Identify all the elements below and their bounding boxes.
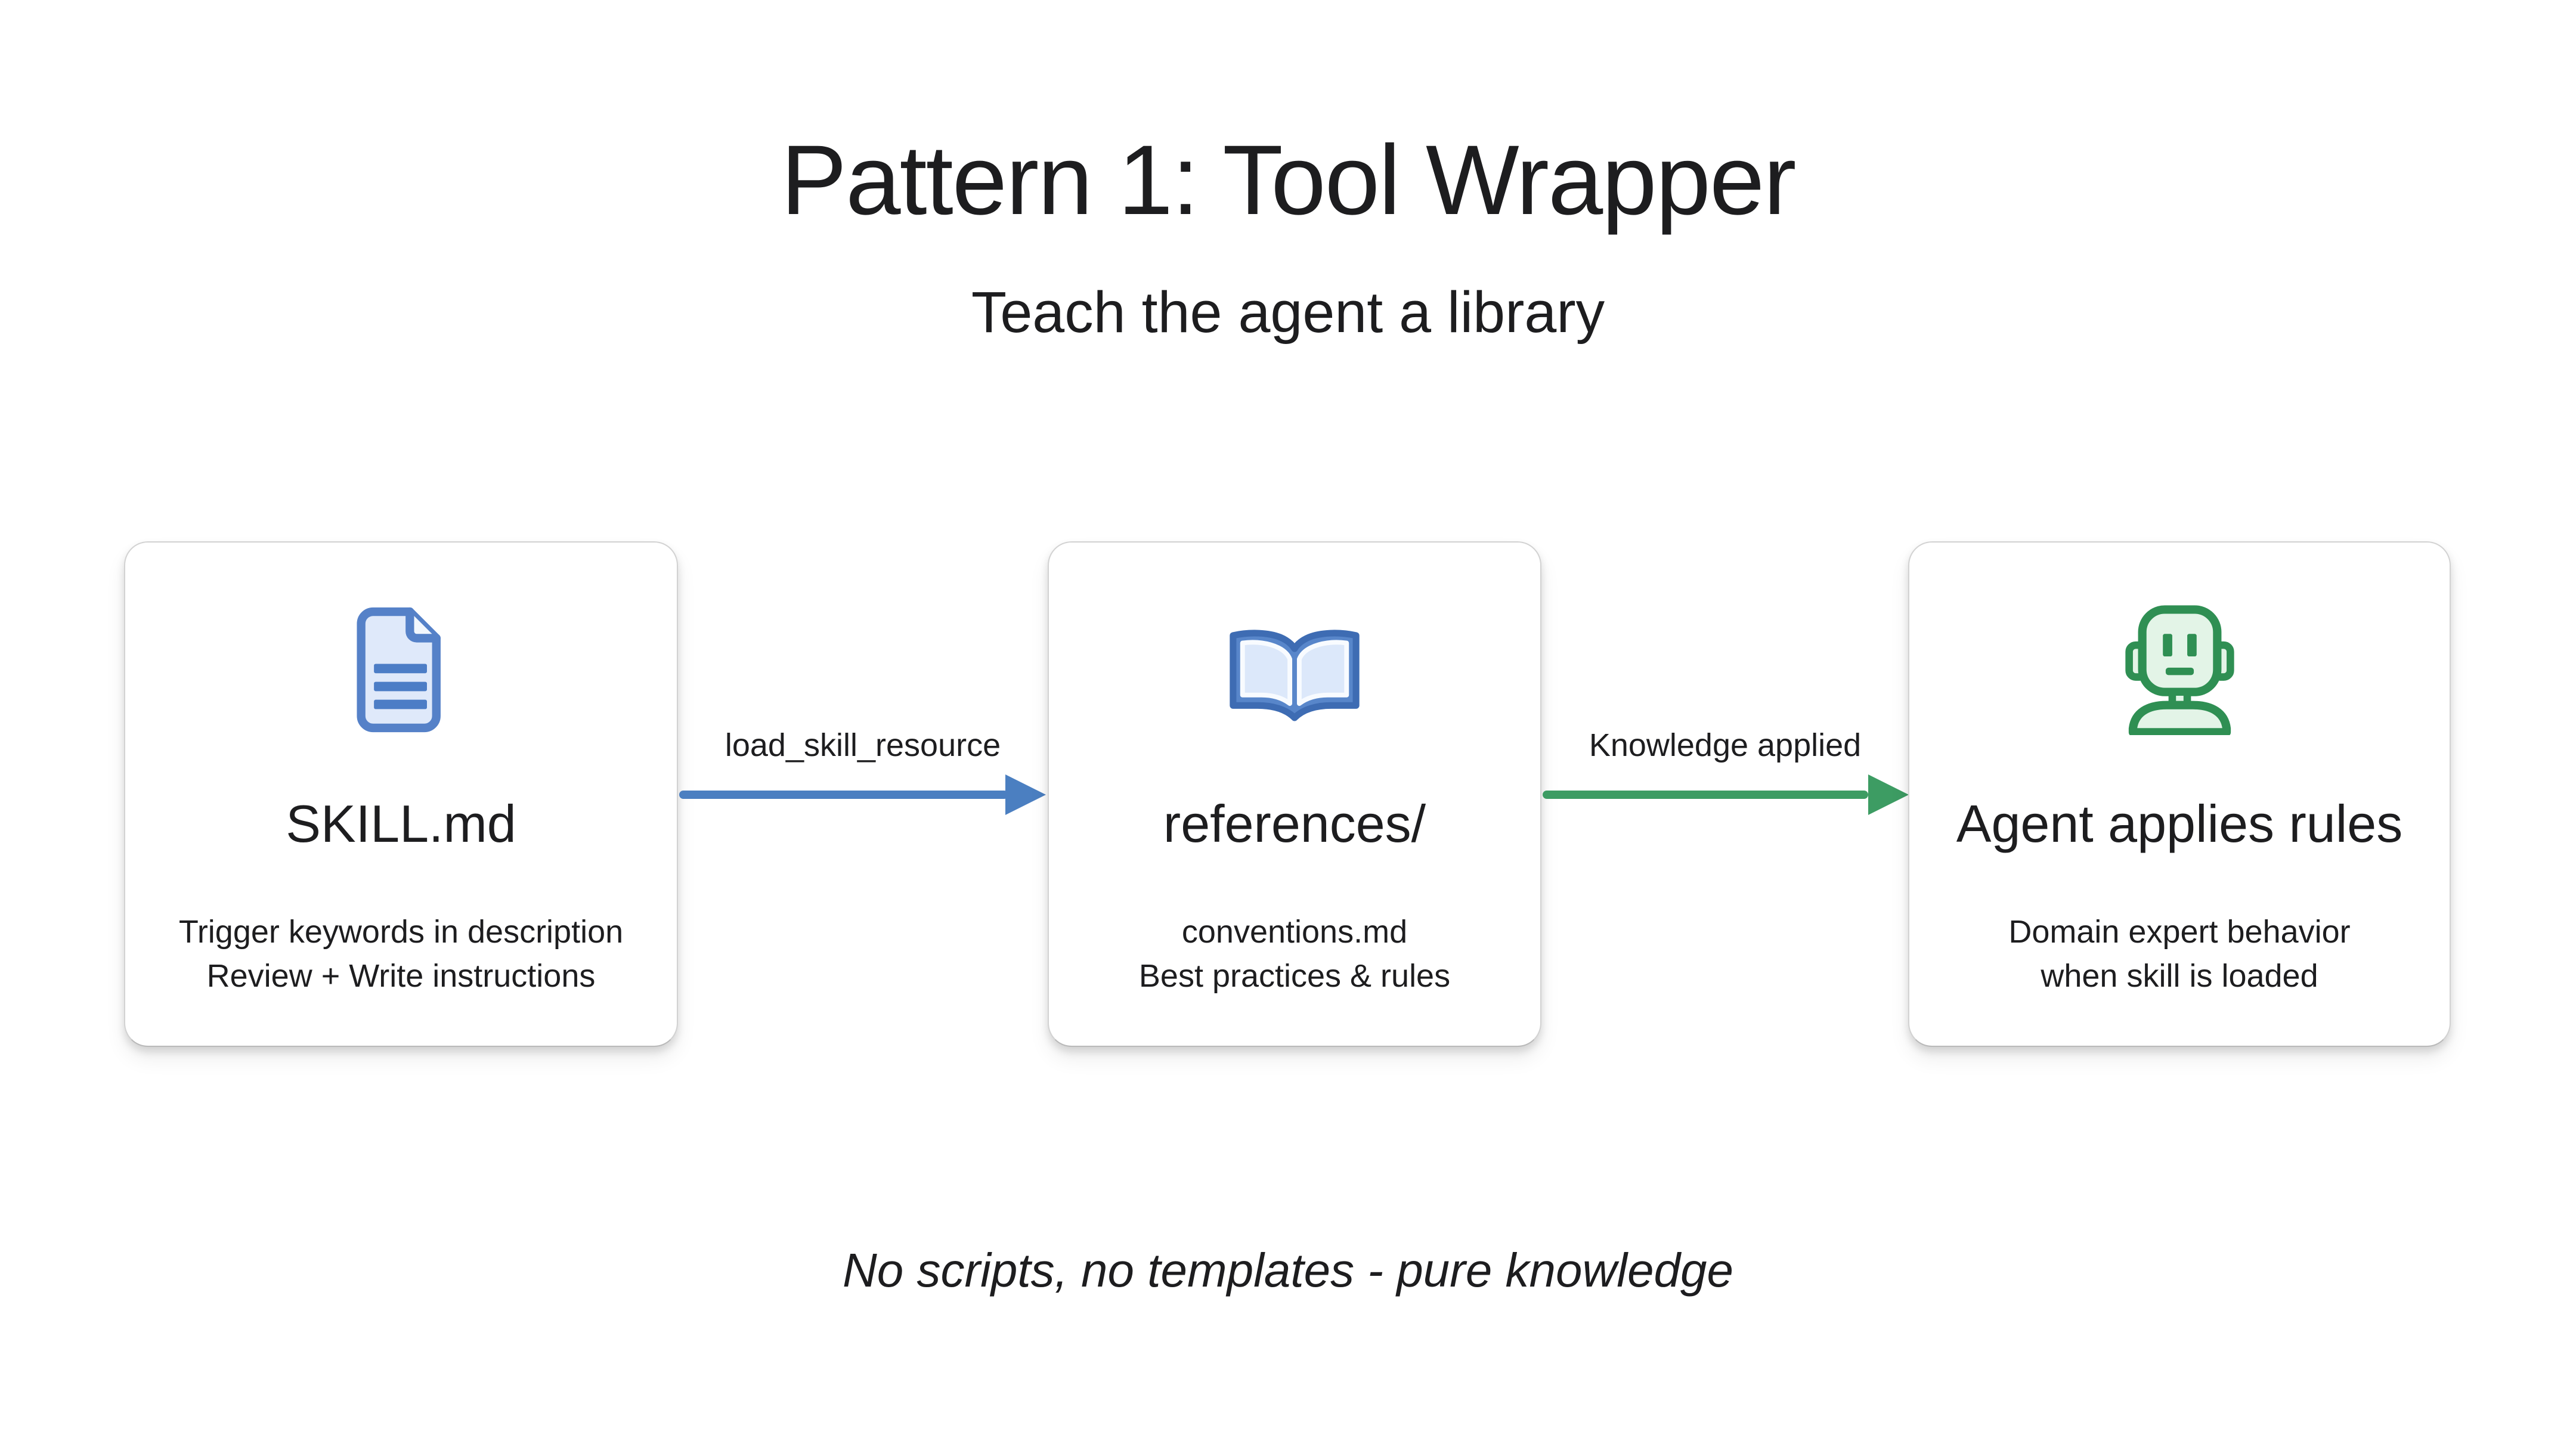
- arrow-line: [1543, 791, 1868, 799]
- page-title: Pattern 1: Tool Wrapper: [781, 125, 1796, 235]
- card-detail-line: Best practices & rules: [1138, 958, 1451, 994]
- skill-md-card: SKILL.md Trigger keywords in description…: [124, 541, 678, 1047]
- arrow-label: Knowledge applied: [1589, 727, 1862, 763]
- open-book-icon: [1049, 603, 1540, 736]
- arrow-label: load_skill_resource: [724, 727, 1001, 763]
- arrowhead-icon: [1005, 774, 1046, 815]
- card-title: references/: [1163, 794, 1426, 853]
- document-icon: [125, 603, 677, 736]
- page-subtitle: Teach the agent a library: [971, 280, 1605, 345]
- card-detail-line: conventions.md: [1181, 914, 1408, 950]
- references-card: references/ conventions.md Best practice…: [1048, 541, 1541, 1047]
- robot-icon: [1909, 603, 2450, 736]
- footer-note: No scripts, no templates - pure knowledg…: [842, 1244, 1734, 1297]
- card-detail-line: when skill is loaded: [2041, 958, 2318, 994]
- card-title: Agent applies rules: [1956, 794, 2403, 853]
- arrow-line: [679, 791, 1008, 799]
- agent-card: Agent applies rules Domain expert behavi…: [1908, 541, 2451, 1047]
- card-detail-line: Domain expert behavior: [2008, 914, 2351, 950]
- card-detail-line: Review + Write instructions: [206, 958, 596, 994]
- arrowhead-icon: [1868, 774, 1909, 815]
- card-title: SKILL.md: [286, 794, 516, 853]
- card-detail-line: Trigger keywords in description: [178, 914, 624, 950]
